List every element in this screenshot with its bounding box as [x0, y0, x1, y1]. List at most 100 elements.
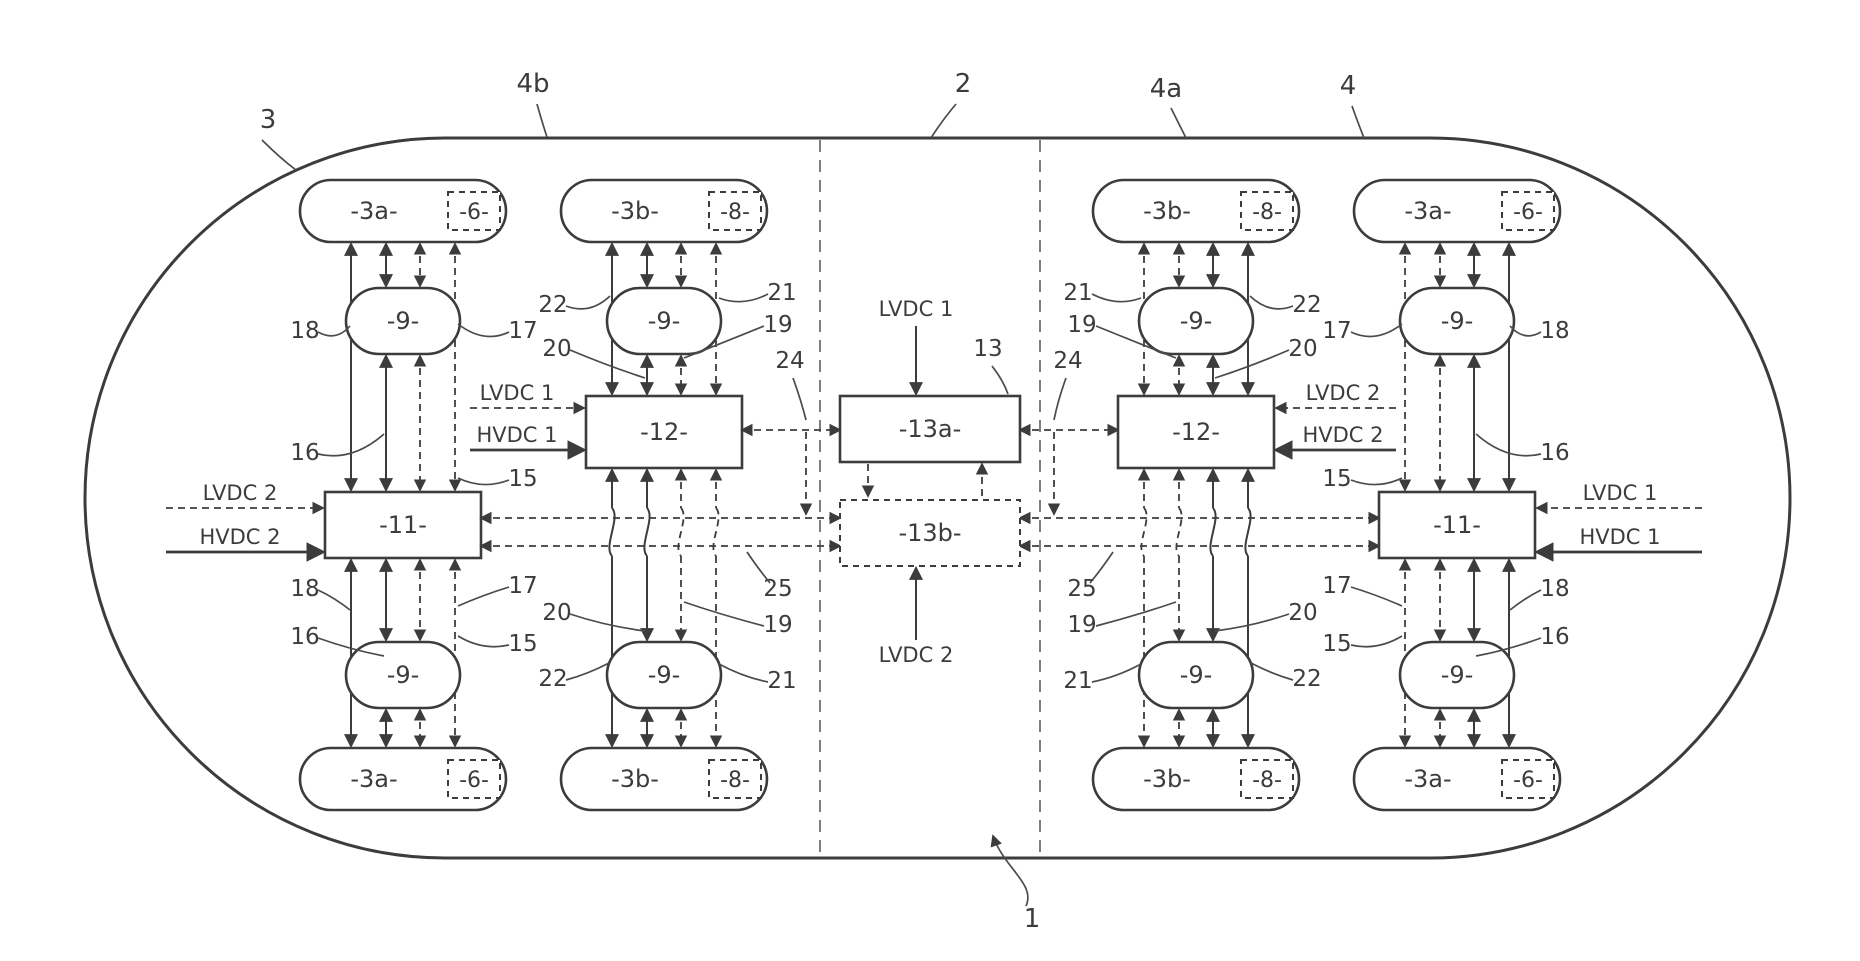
- q4t-ref18: 18: [1540, 318, 1569, 344]
- ref-leader: [1249, 295, 1294, 310]
- fuselage-outline: [83, 136, 1792, 860]
- q2-ref-numerals: 22 20 21 19 24 25 19 21 20 22: [538, 280, 807, 694]
- q2-hvdc1-label: HVDC 1: [476, 423, 557, 447]
- q3b-ref22: 22: [1292, 666, 1321, 692]
- link-crossover: [712, 507, 720, 557]
- ref1-leader: [990, 834, 1029, 907]
- ref-leader: [1095, 325, 1177, 359]
- q2-dc-inputs: LVDC 1 HVDC 1: [470, 381, 587, 460]
- q3-bottom-motor: [1137, 640, 1255, 710]
- ref4a-label: 4a: [1150, 74, 1182, 104]
- q3b-ref20: 20: [1288, 600, 1317, 626]
- ref-leader: [1509, 325, 1542, 337]
- q4b-ref17: 17: [1322, 573, 1351, 599]
- q4-converter11-label: -11-: [1433, 511, 1481, 539]
- ref-leader: [991, 365, 1009, 395]
- ref-leader: [683, 325, 765, 359]
- q3t-ref22: 22: [1292, 292, 1321, 318]
- q1-top-motor-label: -9-: [387, 307, 420, 335]
- q3b-ref21: 21: [1063, 668, 1092, 694]
- ref-leader: [457, 477, 510, 486]
- q4-top-unit6-label: -6-: [1513, 200, 1543, 225]
- ref-leader: [565, 662, 610, 681]
- q3-top-unit8-label: -8-: [1252, 200, 1282, 225]
- q4b-ref15: 15: [1322, 631, 1351, 657]
- ref4b-leader: [536, 103, 548, 138]
- q1b-ref18: 18: [290, 576, 319, 602]
- q1t-ref17: 17: [508, 318, 537, 344]
- ref-leader: [1214, 349, 1290, 379]
- q3-units: -3b- -8- -9- -12- -9- -3b- -8-: [1091, 178, 1301, 812]
- link-crossover: [1244, 507, 1252, 557]
- q1-converter11-box: [323, 490, 483, 560]
- q4-bottom-motor: [1398, 640, 1516, 710]
- q2b-ref22: 22: [538, 666, 567, 692]
- q2-converter12-label: -12-: [640, 418, 688, 446]
- link-crossover: [608, 507, 616, 557]
- ref4a-leader: [1170, 107, 1187, 139]
- ref-leader: [1350, 477, 1403, 486]
- ref-leader: [1089, 551, 1114, 584]
- ref-leader: [569, 349, 646, 379]
- ref1-label: 1: [1024, 904, 1041, 934]
- ref3-label: 3: [260, 105, 277, 135]
- q4-converter11-box: [1377, 490, 1537, 560]
- ref-leader: [1250, 662, 1294, 681]
- ref4-leader: [1351, 105, 1365, 139]
- q2t-ref19: 19: [763, 312, 792, 338]
- q3-bottom-unit8-box: [1240, 759, 1294, 799]
- q3-bottom-unit8-label: -8-: [1252, 768, 1282, 793]
- q1-top-unit6-label: -6-: [459, 200, 489, 225]
- q2t-ref20: 20: [542, 336, 571, 362]
- ref4b-label: 4b: [516, 69, 549, 99]
- q1-bottom-unit6-label: -6-: [459, 768, 489, 793]
- q2-top-motor-label: -9-: [648, 307, 681, 335]
- ref-leader: [1475, 433, 1542, 457]
- ref4-label: 4: [1340, 71, 1357, 101]
- ref-leader: [718, 663, 769, 683]
- q2-lvdc1-label: LVDC 1: [480, 381, 555, 405]
- ref-leader: [457, 635, 510, 648]
- unit13a-label: -13a-: [899, 415, 962, 443]
- q4-bottom-unit6-label: -6-: [1513, 768, 1543, 793]
- q3-converter12-box: [1116, 394, 1276, 470]
- center-dc-inputs: LVDC 1 LVDC 2: [879, 297, 954, 667]
- ref-leader: [457, 323, 510, 338]
- q2-converter12-box: [584, 394, 744, 470]
- q1-ref-numerals: 18 17 16 15 18 16 17 15: [290, 318, 537, 657]
- q2t-ref22: 22: [538, 292, 567, 318]
- q4-hvdc1-label: HVDC 1: [1579, 525, 1660, 549]
- q2-bottom-motor-label: -9-: [648, 661, 681, 689]
- q1-hvdc2-label: HVDC 2: [199, 525, 280, 549]
- q2-bottom-unit8-label: -8-: [720, 768, 750, 793]
- ref-leader: [317, 637, 385, 657]
- q3t-ref19: 19: [1067, 312, 1096, 338]
- q4-top-unit6-box: [1501, 191, 1555, 231]
- unit13b-label: -13b-: [898, 519, 961, 547]
- ref-leader: [792, 377, 807, 421]
- ref-leader: [317, 589, 351, 611]
- ref-leader: [1091, 293, 1142, 303]
- q3-hvdc2-label: HVDC 2: [1302, 423, 1383, 447]
- q1-bottom-motor: [344, 640, 462, 710]
- q4t-ref16: 16: [1540, 440, 1569, 466]
- q1t-ref18: 18: [290, 318, 319, 344]
- q3-ref-numerals: 21 19 24 22 20 25 19 21 20 22: [1053, 280, 1322, 694]
- q2-bottom-motor: [605, 640, 723, 710]
- q2b-ref21: 21: [767, 668, 796, 694]
- q2-top-unit8-box: [708, 191, 762, 231]
- q1-bottom-nacelle-label: -3a-: [350, 765, 397, 793]
- q3t-ref20: 20: [1288, 336, 1317, 362]
- q2b-ref19: 19: [763, 612, 792, 638]
- q4-bottom-unit6-box: [1501, 759, 1555, 799]
- ref-leader: [565, 295, 611, 310]
- q1-units: -3a- -6- -9- -11- -9- -3a- -6-: [298, 178, 508, 812]
- boundary-ref-labels: 3 4b 2 4a 4 1: [260, 69, 1365, 934]
- q3-lvdc2-label: LVDC 2: [1306, 381, 1381, 405]
- q3-top-motor: [1137, 286, 1255, 356]
- ref-leader: [1475, 637, 1542, 657]
- q4-top-motor: [1398, 286, 1516, 356]
- q1b-ref17: 17: [508, 573, 537, 599]
